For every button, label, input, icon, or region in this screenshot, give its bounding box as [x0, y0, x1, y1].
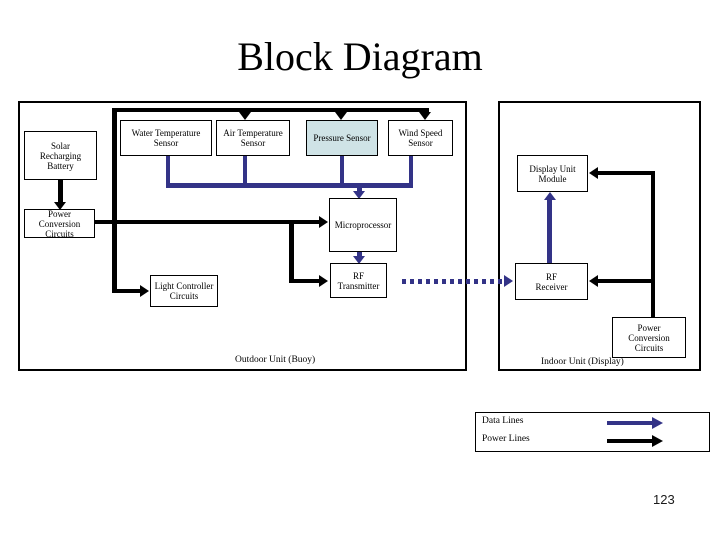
data-line-wind-sensor [409, 156, 413, 185]
power-line-to-rf-transmitter [289, 279, 320, 283]
legend-data-arrowhead-icon [652, 417, 663, 429]
legend-data-line-sample [607, 421, 654, 425]
indoor-unit-box [498, 101, 701, 371]
legend-power-lines-label: Power Lines [482, 434, 530, 444]
arrowhead-power-air-sensor-icon [239, 112, 251, 120]
solar-battery-box: Solar Recharging Battery [24, 131, 97, 180]
data-line-water-sensor [166, 156, 170, 185]
power-line-top-rail [113, 108, 429, 112]
rf-transmitter-box: RF Transmitter [330, 263, 387, 298]
power-line-solar-to-conversion [58, 180, 63, 203]
arrowhead-data-rf-transmitter-icon [353, 256, 365, 264]
power-line-to-rf-receiver [598, 279, 655, 283]
legend-power-line-sample [607, 439, 654, 443]
arrowhead-data-microprocessor-icon [353, 191, 365, 199]
power-line-branch-vertical [289, 220, 294, 281]
data-line-receiver-to-display [547, 199, 552, 263]
data-line-rf-wireless-dotted [402, 279, 505, 284]
arrowhead-power-rf-transmitter-icon [319, 275, 328, 287]
water-temp-sensor-box: Water Temperature Sensor [120, 120, 212, 156]
data-line-pressure-sensor [340, 156, 344, 185]
arrowhead-power-microprocessor-icon [319, 216, 328, 228]
arrowhead-power-light-controller-icon [140, 285, 149, 297]
arrowhead-power-pressure-sensor-icon [335, 112, 347, 120]
indoor-unit-label: Indoor Unit (Display) [541, 357, 624, 367]
arrowhead-data-rf-receiver-icon [504, 275, 513, 287]
power-line-to-light-controller [112, 289, 140, 293]
outdoor-unit-label: Outdoor Unit (Buoy) [235, 355, 316, 365]
data-line-sensor-bus [166, 183, 413, 188]
rf-receiver-box: RF Receiver [515, 263, 588, 300]
legend-power-arrowhead-icon [652, 435, 663, 447]
air-temp-sensor-box: Air Temperature Sensor [216, 120, 290, 156]
outdoor-unit-box [18, 101, 467, 371]
legend-data-lines-label: Data Lines [482, 416, 524, 426]
power-conversion-outdoor-box: Power Conversion Circuits [24, 209, 95, 239]
data-line-air-sensor [243, 156, 247, 185]
page-number: 123 [653, 492, 675, 507]
legend-box [475, 412, 710, 452]
power-conversion-indoor-box: Power Conversion Circuits [612, 317, 686, 358]
data-line-bus-to-micro [357, 188, 362, 192]
microprocessor-box: Microprocessor [329, 198, 397, 252]
slide-title: Block Diagram [237, 34, 483, 79]
wind-speed-sensor-box: Wind Speed Sensor [388, 120, 453, 156]
display-unit-module-box: Display Unit Module [517, 155, 588, 192]
power-line-to-display-module [598, 171, 655, 175]
light-controller-box: Light Controller Circuits [150, 275, 218, 307]
power-line-indoor-vertical [651, 171, 655, 317]
arrowhead-data-display-module-icon [544, 192, 556, 200]
pressure-sensor-box: Pressure Sensor [306, 120, 378, 156]
arrowhead-power-conversion-icon [54, 202, 66, 210]
power-line-left-vertical [112, 108, 117, 293]
data-line-micro-to-transmitter [357, 252, 362, 257]
arrowhead-power-wind-sensor-icon [419, 112, 431, 120]
arrowhead-power-rf-receiver-icon [589, 275, 598, 287]
power-line-conversion-to-micro [95, 220, 320, 224]
arrowhead-power-display-module-icon [589, 167, 598, 179]
